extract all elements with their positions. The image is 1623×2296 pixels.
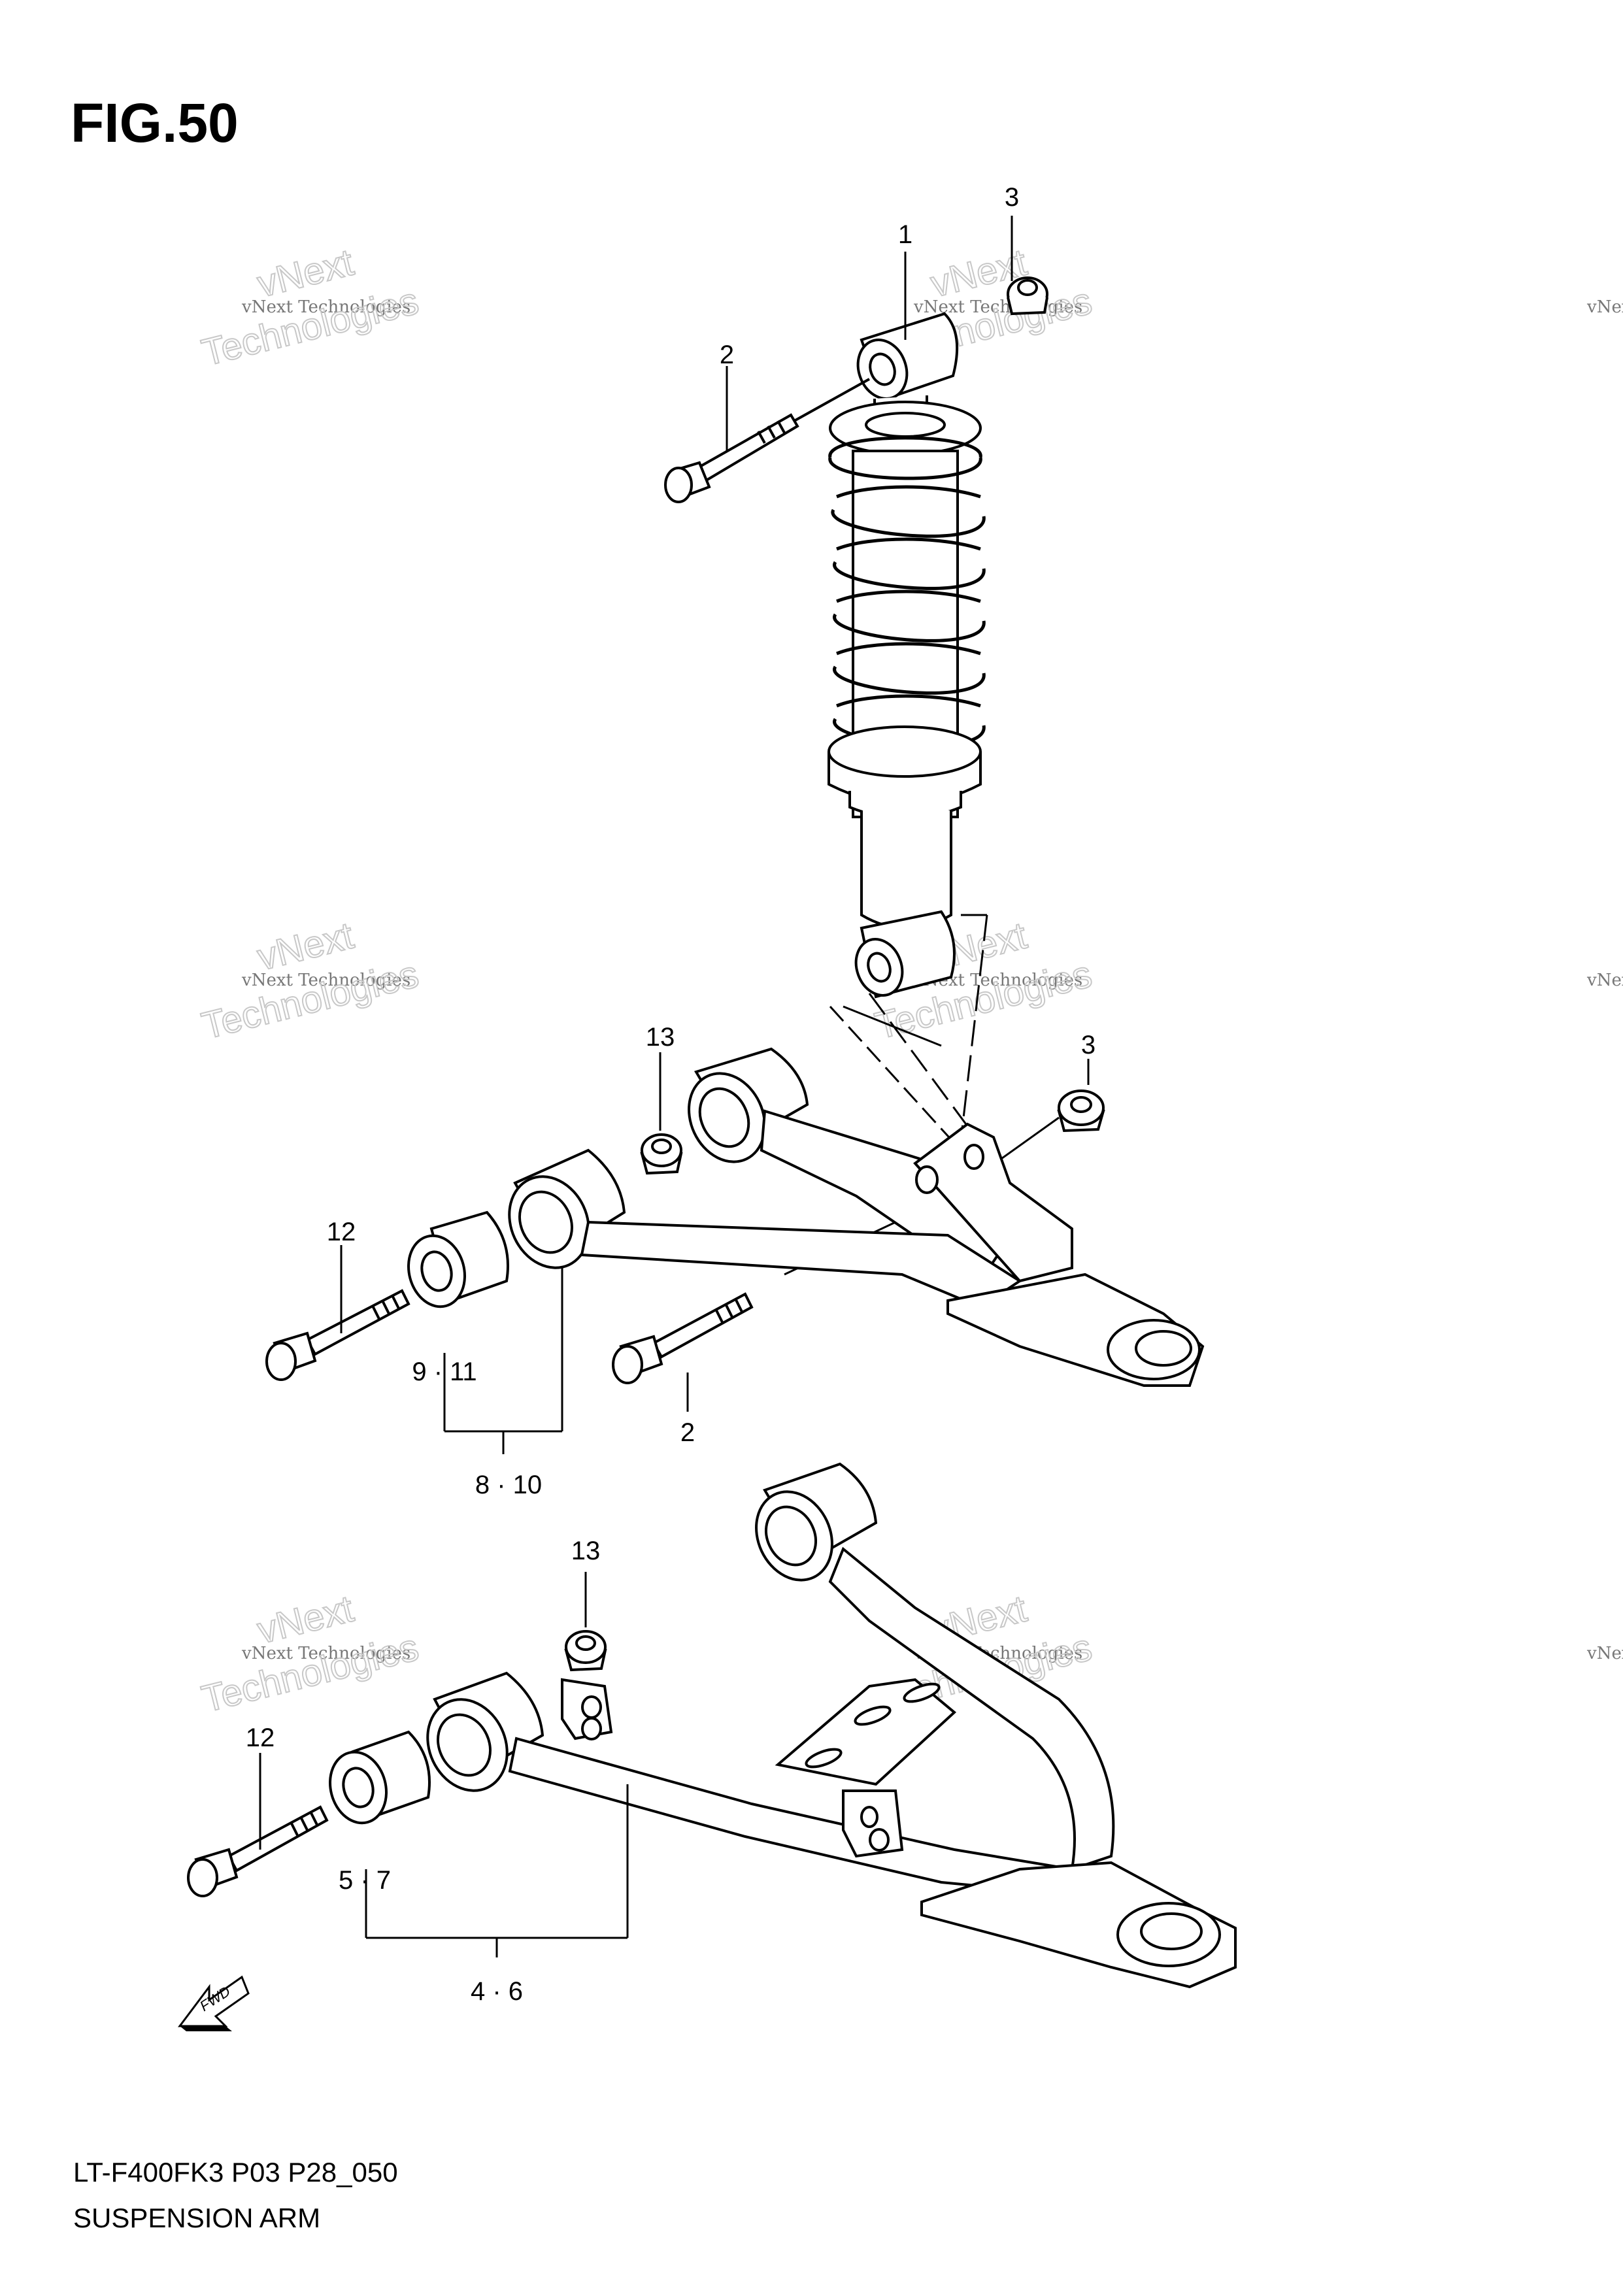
bolt-mid-2 [612,1292,754,1384]
callout-2-top: 2 [720,341,734,369]
figure-title: FIG.50 [71,92,239,154]
callout-labels: 1 3 2 3 13 12 9 · 11 2 8 · 10 13 12 5 · … [246,183,1096,2006]
callout-2-mid: 2 [680,1418,695,1447]
callout-13-upper: 13 [646,1023,675,1052]
svg-text:vNext: vNext [253,1588,358,1652]
model-code: LT-F400FK3 P03 P28_050 [73,2157,398,2188]
svg-text:vNext Technologies: vNext Technologies [1586,1644,1623,1663]
callout-8-10: 8 · 10 [475,1471,542,1499]
svg-text:vNext Technologies: vNext Technologies [1586,297,1623,317]
callout-9-11: 9 · 11 [412,1357,477,1386]
upper-suspension-arm [508,1047,1205,1387]
bushing-upper [407,1210,509,1308]
bolt-upper-12 [265,1289,410,1381]
nut-mid [1057,1090,1105,1133]
callout-1: 1 [898,220,912,249]
watermark-left-1: vNext Technologies vNext Technologies [197,241,423,375]
callout-3-top: 3 [1005,183,1019,212]
nut-lower-13 [564,1630,607,1672]
svg-text:vNext Technologies: vNext Technologies [241,971,410,990]
watermark-right-edge: vNext Technologies vNext Technologies vN… [1586,297,1623,1663]
svg-text:vNext Technologies: vNext Technologies [1586,971,1623,990]
nut-upper-13 [640,1133,683,1175]
bolt-lower-12 [187,1805,329,1897]
fwd-arrow-icon: FWD [178,1975,250,2031]
callout-3-mid: 3 [1081,1031,1096,1059]
svg-text:vNext: vNext [253,914,358,979]
bolt-top [664,378,870,503]
svg-text:vNext Technologies: vNext Technologies [241,297,410,317]
watermark-left-3: vNext Technologies vNext Technologies [197,1587,423,1722]
callout-12-upper: 12 [327,1218,356,1246]
coil-spring [828,436,986,747]
svg-text:vNext Technologies: vNext Technologies [241,1644,410,1663]
watermark-left-2: vNext Technologies vNext Technologies [197,914,423,1048]
leader-lines [259,216,1090,1957]
shock-absorber [828,312,986,999]
callout-5-7: 5 · 7 [339,1866,391,1895]
bushing-lower [329,1730,431,1825]
callout-4-6: 4 · 6 [471,1977,523,2006]
callout-13-lower: 13 [571,1537,601,1565]
lower-suspension-arm [426,1462,1237,1989]
nut-top [1007,276,1048,316]
callout-12-lower: 12 [246,1723,275,1752]
svg-text:vNext: vNext [253,241,358,306]
section-name: SUSPENSION ARM [73,2203,321,2233]
